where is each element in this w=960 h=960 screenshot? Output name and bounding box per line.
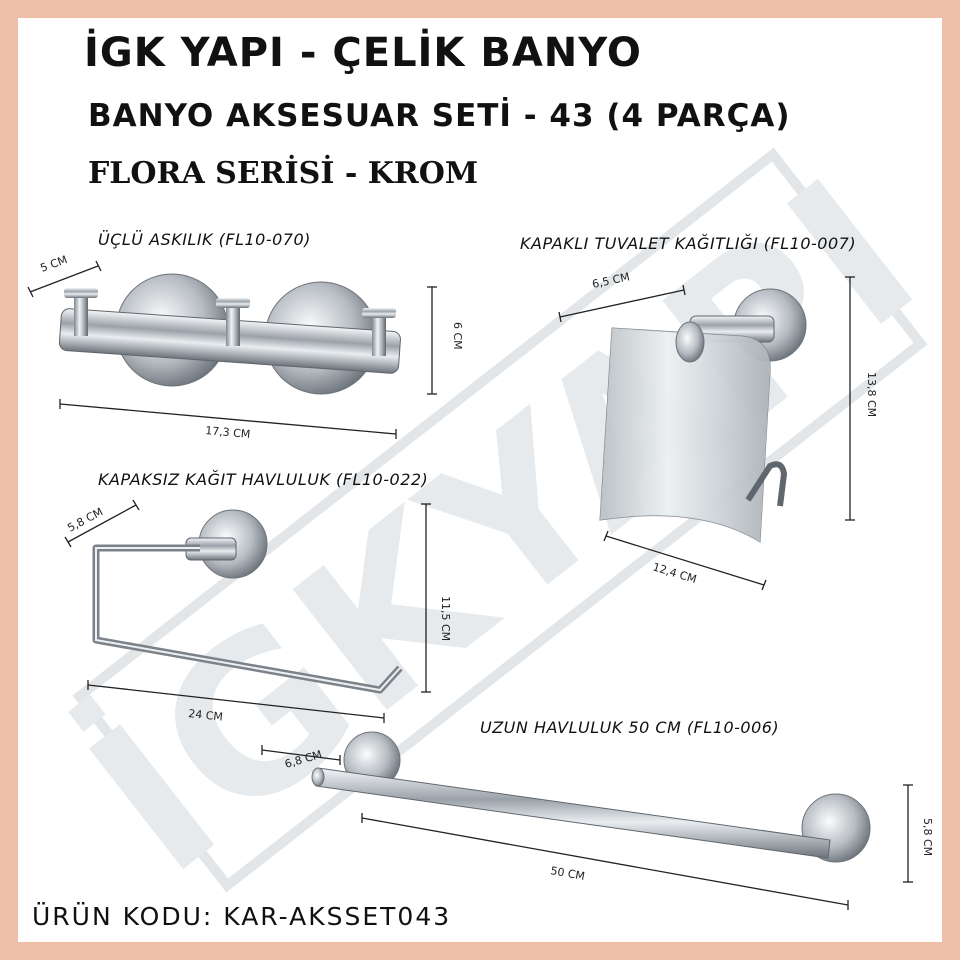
dim-paper-height: 13,8 CM bbox=[865, 372, 878, 417]
product-label-towel-holder: KAPAKSIZ KAĞIT HAVLULUK (FL10-022) bbox=[98, 470, 429, 489]
dim-towel-holder-height: 11,5 CM bbox=[439, 596, 452, 641]
dimension-lines bbox=[27, 260, 913, 910]
dim-towel-bar-height: 5,8 CM bbox=[921, 818, 934, 856]
series-title: FLORA SERİSİ - KROM bbox=[88, 156, 479, 191]
product-code: ÜRÜN KODU: KAR-AKSSET043 bbox=[32, 902, 452, 931]
product-label-paper-holder: KAPAKLI TUVALET KAĞITLIĞI (FL10-007) bbox=[520, 234, 857, 253]
dim-towel-holder-depth: 5,8 CM bbox=[65, 505, 105, 534]
page-title: İGK YAPI - ÇELİK BANYO bbox=[84, 30, 642, 76]
dim-towel-holder-width: 24 CM bbox=[188, 707, 224, 724]
dim-towel-bar-depth: 6,8 CM bbox=[283, 748, 323, 771]
dim-hook-depth: 5 CM bbox=[39, 253, 69, 275]
triple-hook-rack bbox=[58, 273, 401, 395]
dim-paper-depth: 6,5 CM bbox=[591, 270, 631, 291]
dim-hook-height: 6 CM bbox=[451, 322, 464, 350]
dim-hook-width: 17,3 CM bbox=[205, 424, 251, 441]
toilet-paper-holder bbox=[599, 288, 807, 543]
dim-paper-width: 12,4 CM bbox=[651, 560, 698, 586]
paper-towel-holder bbox=[92, 509, 403, 694]
dim-towel-bar-width: 50 CM bbox=[549, 864, 585, 883]
set-title: BANYO AKSESUAR SETİ - 43 (4 PARÇA) bbox=[88, 98, 791, 134]
towel-bar bbox=[311, 731, 871, 863]
product-label-towel-bar: UZUN HAVLULUK 50 CM (FL10-006) bbox=[480, 718, 780, 737]
product-label-hook: ÜÇLÜ ASKILIK (FL10-070) bbox=[98, 230, 311, 249]
